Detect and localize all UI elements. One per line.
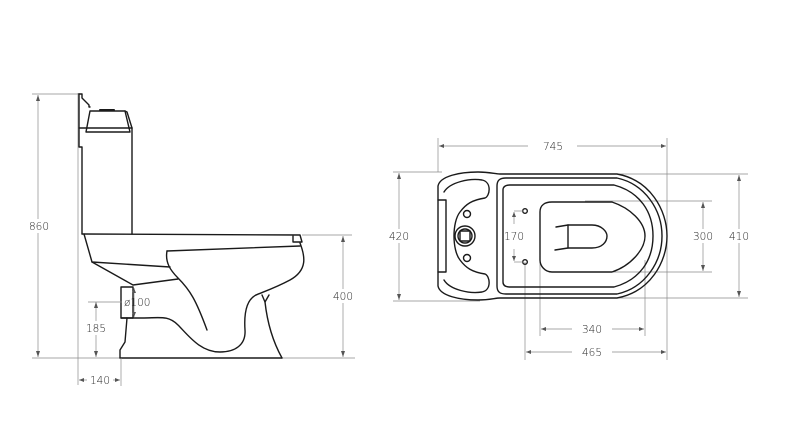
dimension-tank-width: 420 bbox=[387, 173, 411, 300]
top-view: 745 420 170 300 bbox=[387, 138, 750, 360]
side-view: 860 400 185 ø100 bbox=[28, 93, 355, 387]
label-total-length: 745 bbox=[543, 141, 563, 153]
dimension-bowl-inner-length: 340 bbox=[541, 324, 644, 336]
label-outlet-diameter: ø100 bbox=[124, 297, 150, 309]
dimension-seat-opening-width: 300 bbox=[691, 202, 715, 271]
dimension-outlet-height: 185 bbox=[86, 301, 122, 357]
dimension-hinge-spacing: 170 bbox=[504, 210, 524, 263]
label-seat-height: 400 bbox=[333, 291, 353, 303]
dimension-total-length: 745 bbox=[439, 141, 666, 153]
toilet-outline-top bbox=[437, 171, 668, 301]
label-bowl-inner-length: 340 bbox=[582, 324, 602, 336]
label-hinge-spacing: 170 bbox=[504, 231, 524, 243]
label-bowl-width: 410 bbox=[729, 231, 749, 243]
dimension-total-height: 860 bbox=[28, 95, 50, 357]
label-tank-width: 420 bbox=[389, 231, 409, 243]
bowl bbox=[81, 233, 305, 359]
label-hinge-to-front: 465 bbox=[582, 347, 602, 359]
dimension-wall-to-outlet: 140 bbox=[79, 358, 122, 387]
label-outlet-height: 185 bbox=[86, 323, 106, 335]
label-wall-to-outlet: 140 bbox=[90, 375, 110, 387]
dimension-hinge-to-front: 465 bbox=[526, 347, 666, 359]
label-seat-opening-width: 300 bbox=[693, 231, 713, 243]
cistern bbox=[78, 93, 133, 235]
dimension-seat-height: 400 bbox=[302, 234, 355, 357]
dimension-bowl-width: 410 bbox=[728, 175, 750, 297]
label-total-height: 860 bbox=[29, 221, 49, 233]
dimension-outlet-diameter: ø100 bbox=[124, 288, 150, 317]
